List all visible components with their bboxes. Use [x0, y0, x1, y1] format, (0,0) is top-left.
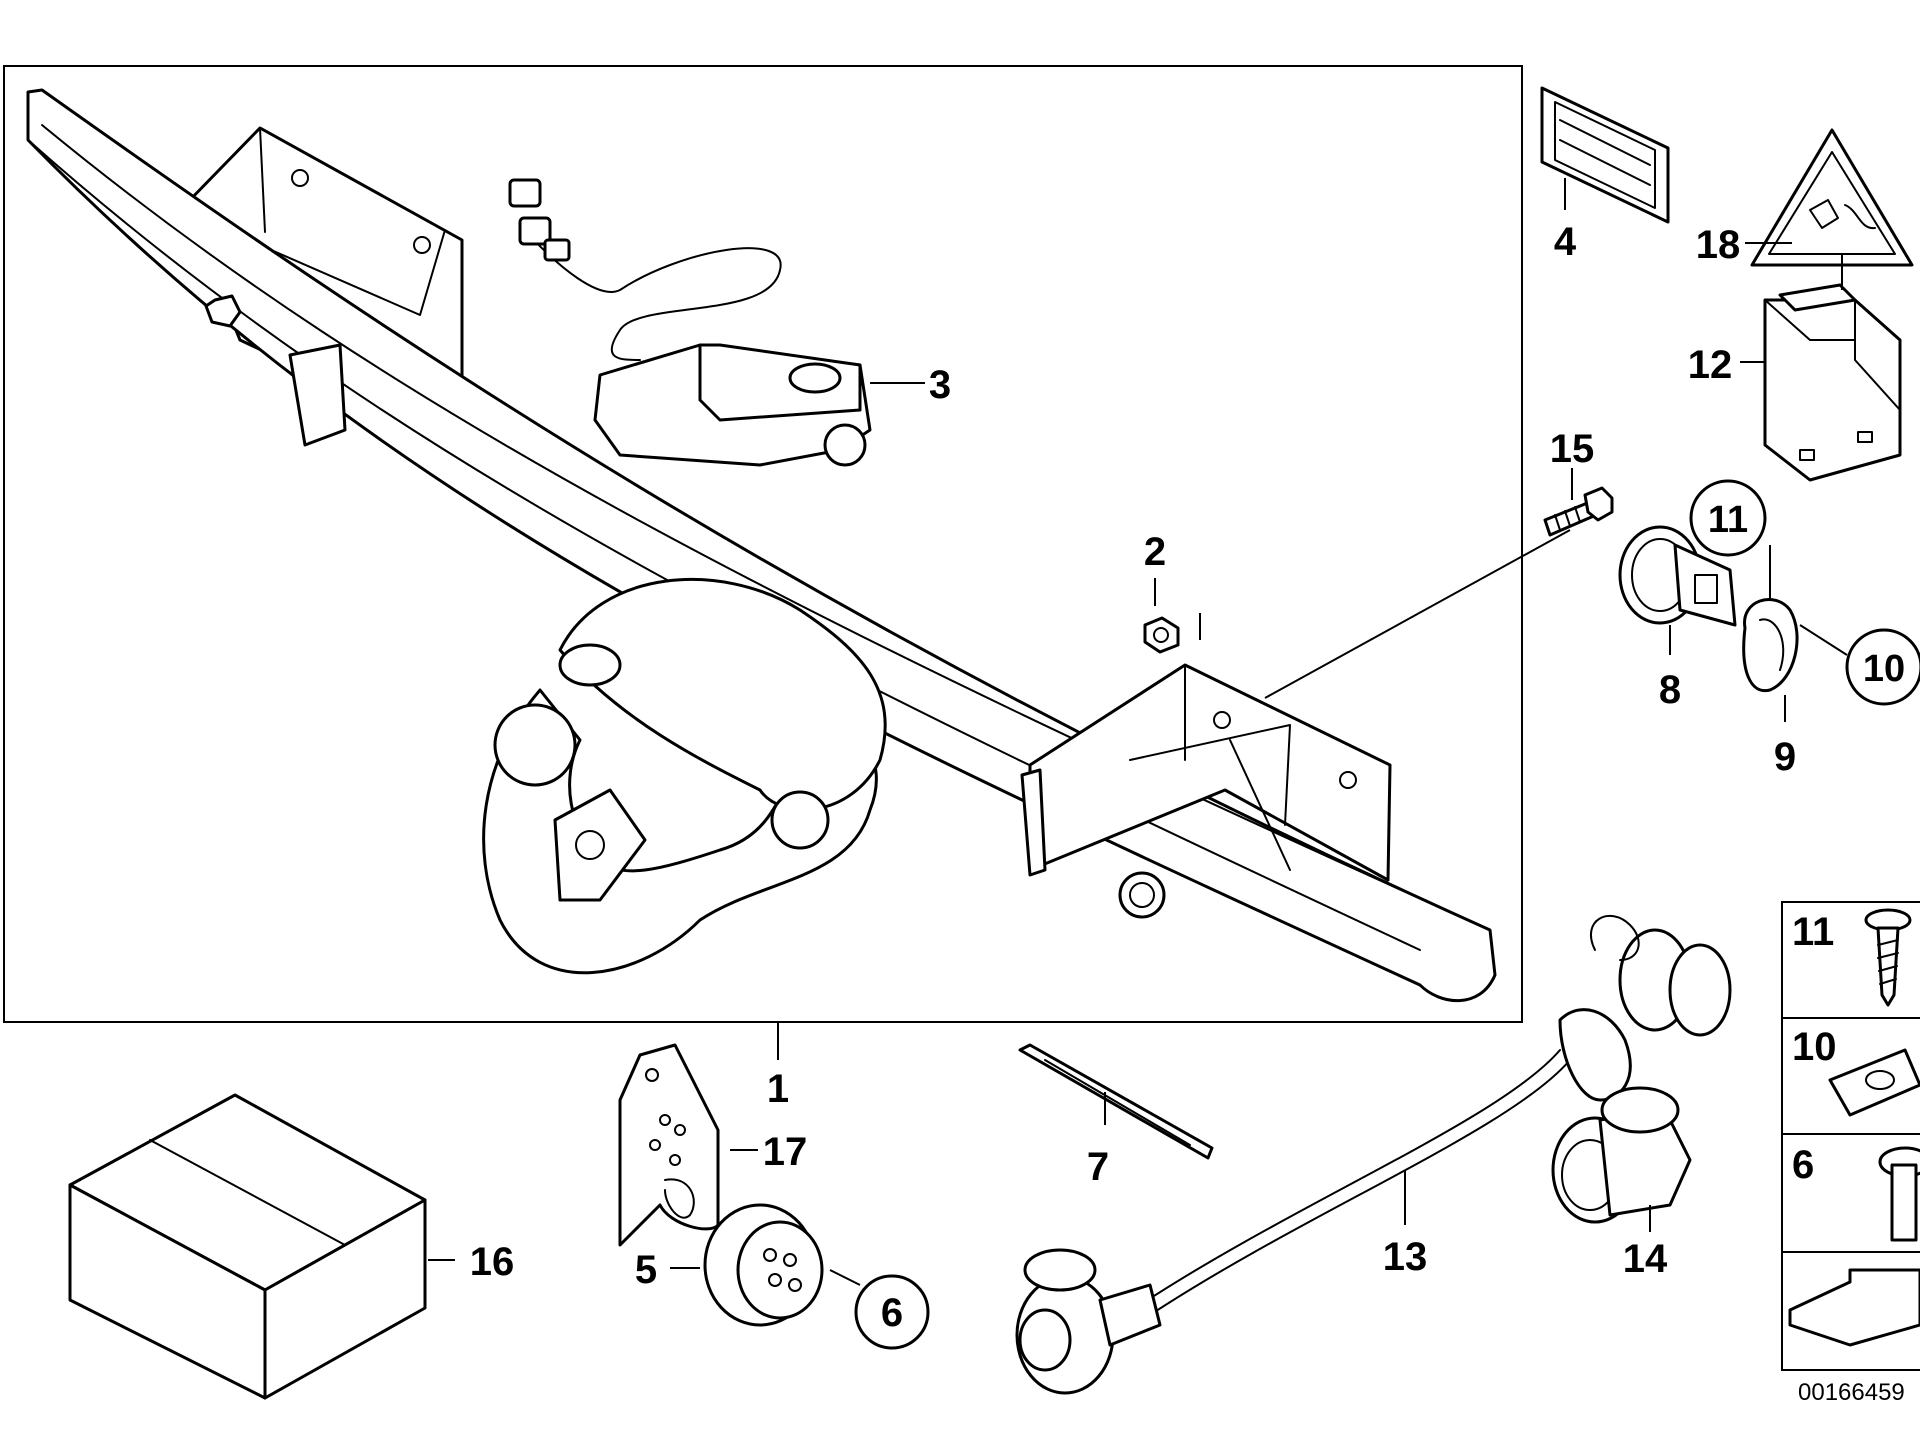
leader-lines [428, 178, 1848, 1286]
clip-icon[interactable] [1742, 598, 1799, 693]
callout-5: 5 [635, 1248, 657, 1292]
box-icon[interactable] [68, 1093, 427, 1400]
cable-tie-icon[interactable] [1018, 1043, 1214, 1160]
callout-9: 9 [1774, 735, 1796, 779]
callout-6: 6 [881, 1291, 903, 1335]
diagram-code: 00166459 [1798, 1379, 1905, 1406]
legend-row-10: 10 [1792, 1025, 1837, 1069]
callout-13: 13 [1383, 1235, 1428, 1279]
bracket-plate-icon[interactable] [618, 1043, 720, 1247]
callout-16: 16 [470, 1240, 515, 1284]
callout-3: 3 [929, 363, 951, 407]
callout-11: 11 [1708, 499, 1748, 541]
callout-4: 4 [1554, 220, 1577, 264]
control-module-icon[interactable] [1763, 283, 1902, 482]
callout-7: 7 [1087, 1145, 1109, 1189]
adapter-icon[interactable] [1551, 1086, 1692, 1224]
nut-icon[interactable] [1143, 616, 1180, 654]
callout-1: 1 [767, 1067, 789, 1111]
callout-17: 17 [763, 1130, 808, 1174]
legend-panel: 11 10 6 [1781, 901, 1920, 1371]
spring-clip-icon [1828, 1048, 1920, 1117]
callout-14: 14 [1623, 1237, 1668, 1281]
callout-10: 10 [1863, 648, 1905, 690]
socket-icon[interactable] [1618, 525, 1737, 627]
trailer-socket-icon[interactable] [703, 1203, 824, 1327]
callout-2: 2 [1144, 530, 1166, 574]
callout-15: 15 [1550, 427, 1595, 471]
arrow-icon [1788, 1268, 1920, 1347]
legend-row-6: 6 [1792, 1143, 1814, 1187]
actuator-icon[interactable] [508, 178, 872, 467]
warning-triangle-icon[interactable] [1750, 128, 1914, 267]
bolt-icon[interactable] [1543, 486, 1614, 537]
screw-icon [1864, 908, 1912, 1007]
assembly-frame [3, 65, 1523, 1023]
callout-6-circle [854, 1274, 930, 1350]
cable-harness-icon[interactable] [1015, 914, 1732, 1395]
bolt-legend-icon [1878, 1146, 1920, 1242]
callout-11-circle [1689, 479, 1767, 557]
crossmember-icon[interactable] [26, 88, 1497, 1003]
callout-8: 8 [1659, 668, 1681, 712]
callout-12: 12 [1688, 343, 1733, 387]
legend-row-11: 11 [1792, 910, 1834, 954]
callout-10-circle [1845, 628, 1920, 706]
gasket-plate-icon[interactable] [1540, 86, 1670, 224]
callout-18: 18 [1696, 223, 1741, 267]
